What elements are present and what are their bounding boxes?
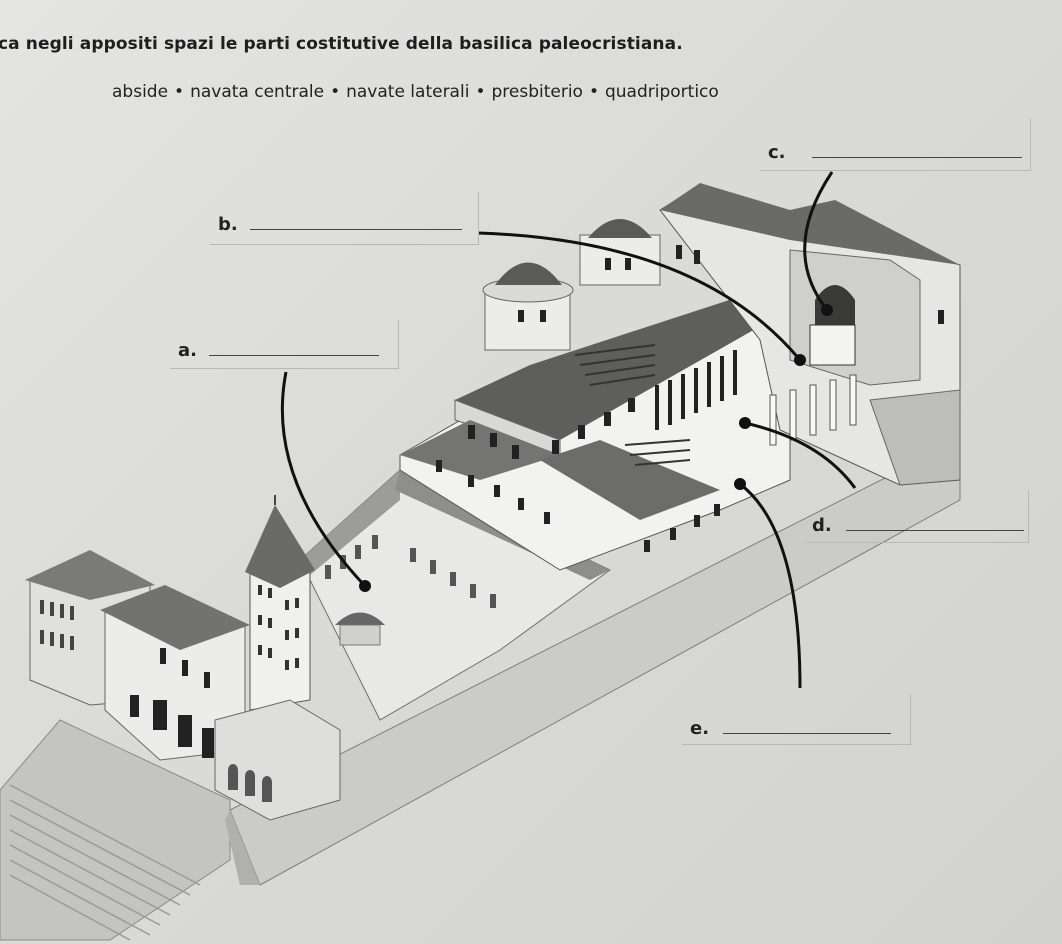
word-bank-term: navate laterali: [346, 82, 470, 102]
leader-line-a: [280, 371, 367, 588]
leader-line-e: [739, 482, 802, 689]
leader-line-c: [803, 171, 834, 311]
answer-blank-a[interactable]: [209, 341, 380, 356]
label-d-letter: d.: [812, 515, 832, 536]
marker-dot-c: [821, 304, 833, 316]
leader-line-b: [477, 231, 802, 361]
stairs-illustration: [0, 719, 231, 941]
separator-bullet: •: [330, 82, 341, 102]
exercise-instruction: ca negli appositi spazi le parti costitu…: [0, 34, 683, 54]
marker-dot-b: [794, 354, 806, 366]
word-bank-term: abside: [112, 82, 169, 102]
label-b: b.: [218, 214, 463, 235]
label-a-letter: a.: [178, 340, 197, 361]
answer-blank-e[interactable]: [723, 719, 892, 734]
answer-box-e: [682, 694, 911, 745]
label-c: c.: [768, 142, 1022, 163]
label-d: d.: [812, 515, 1025, 536]
dome-illustration: [482, 219, 661, 351]
marker-dot-d: [739, 417, 751, 429]
facade-illustration: [25, 495, 341, 821]
label-e: e.: [690, 718, 892, 739]
word-bank-term: quadriportico: [604, 82, 719, 102]
separator-bullet: •: [588, 82, 599, 102]
label-e-letter: e.: [690, 718, 710, 739]
apse-illustration: [659, 183, 961, 486]
answer-box-d: [806, 490, 1029, 543]
word-bank: abside•navata centrale•navate laterali•p…: [112, 82, 719, 102]
answer-blank-c[interactable]: [811, 143, 1022, 158]
nave-illustration: [399, 219, 791, 571]
answer-box-a: [170, 320, 399, 369]
answer-blank-d[interactable]: [846, 516, 1025, 531]
leader-line-d: [744, 421, 857, 489]
leader-lines: [280, 171, 857, 689]
separator-bullet: •: [174, 82, 185, 102]
label-b-letter: b.: [218, 214, 238, 235]
word-bank-term: presbiterio: [491, 82, 583, 102]
separator-bullet: •: [475, 82, 486, 102]
answer-blank-b[interactable]: [250, 215, 463, 230]
marker-dot-a: [359, 580, 371, 592]
answer-box-b: [210, 192, 479, 245]
label-c-letter: c.: [768, 142, 786, 163]
marker-dot-e: [734, 478, 746, 490]
word-bank-term: navata centrale: [190, 82, 325, 102]
answer-box-c: [760, 118, 1031, 171]
label-a: a.: [178, 340, 380, 361]
